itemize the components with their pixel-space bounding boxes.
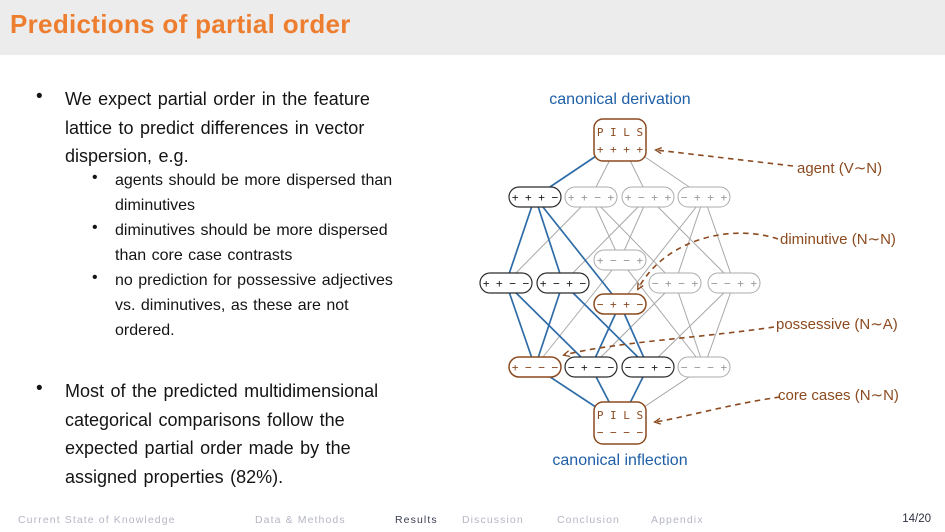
bullet-icon: • xyxy=(92,169,98,186)
node-box xyxy=(508,356,562,378)
node-box xyxy=(621,186,675,208)
lattice-node-ppmm: + + − − xyxy=(479,272,533,294)
node-label: − + − + xyxy=(652,277,699,290)
lattice-node-mpmp: − + − + xyxy=(648,272,702,294)
lattice-node-pppm: + + + − xyxy=(508,186,562,208)
node-label: − − − − xyxy=(597,426,644,439)
node-box xyxy=(677,356,731,378)
node-label: − + + − xyxy=(597,298,644,311)
node-label: + − + + xyxy=(625,191,672,204)
nav-item-appendix[interactable]: Appendix xyxy=(651,514,704,526)
node-label: P I L S xyxy=(597,409,643,422)
lattice-node-mmmp: − − − + xyxy=(677,356,731,378)
node-box xyxy=(508,186,562,208)
node-label: + + + + xyxy=(597,143,644,156)
node-label: − + + + xyxy=(681,191,728,204)
lattice-node-pmpp: + − + + xyxy=(621,186,675,208)
node-label: + + − − xyxy=(483,277,530,290)
bullet-item-expect-partial-order: We expect partial order in the feature l… xyxy=(65,89,370,166)
lattice-node-mppp: − + + + xyxy=(677,186,731,208)
lattice-node-mmpp: − − + + xyxy=(707,272,761,294)
caption-canonical-inflection: canonical inflection xyxy=(552,452,688,469)
node-label: + + − + xyxy=(568,191,615,204)
node-box xyxy=(593,249,647,271)
node-box xyxy=(593,118,647,162)
annotation-diminutive: diminutive (N∼N) xyxy=(780,231,896,248)
caption-canonical-derivation: canonical derivation xyxy=(549,91,691,108)
node-box xyxy=(621,356,675,378)
bullet-icon: • xyxy=(36,378,43,399)
lattice-node-mpmm: − + − − xyxy=(564,356,618,378)
nav-item-discussion[interactable]: Discussion xyxy=(462,514,524,526)
sub-bullet-agents-dispersed: agents should be more dispersed than dim… xyxy=(115,172,393,214)
annotation-possessive: possessive (N∼A) xyxy=(776,316,898,333)
annotation-arrows xyxy=(564,150,794,422)
bullet-icon: • xyxy=(92,269,98,286)
node-label: + − − + xyxy=(597,254,644,267)
nav-item-data-and-methods[interactable]: Data & Methods xyxy=(255,514,346,526)
nav-item-current-state-of-knowledge[interactable]: Current State of Knowledge xyxy=(18,514,176,526)
footer-navigation: Current State of Knowledge Data & Method… xyxy=(0,510,945,532)
bullet-icon: • xyxy=(92,219,98,236)
lattice-node-canonical-inflection: P I L S − − − − xyxy=(593,401,647,445)
page-number: 14/20 xyxy=(902,513,931,525)
node-label: P I L S xyxy=(597,126,643,139)
title-bar: Predictions of partial order xyxy=(0,0,945,55)
node-label: + − + − xyxy=(540,277,587,290)
node-label: + + + − xyxy=(512,191,559,204)
node-label: − + − − xyxy=(568,361,615,374)
node-box xyxy=(707,272,761,294)
node-box xyxy=(593,401,647,445)
lattice-node-mppm: − + + − xyxy=(593,293,647,315)
lattice-node-mmpm: − − + − xyxy=(621,356,675,378)
bullet-item-most-comparisons: Most of the predicted multidimensional c… xyxy=(65,381,379,487)
annotation-core-cases: core cases (N∼N) xyxy=(778,387,899,404)
node-box xyxy=(593,293,647,315)
page-title: Predictions of partial order xyxy=(10,9,351,39)
lattice-node-canonical-derivation: P I L S + + + + xyxy=(593,118,647,162)
bullet-icon: • xyxy=(36,86,43,107)
annotation-agent: agent (V∼N) xyxy=(797,160,883,177)
lattice-node-pmpm: + − + − xyxy=(536,272,590,294)
lattice-edges-gray xyxy=(505,139,735,424)
node-box xyxy=(677,186,731,208)
node-box xyxy=(564,186,618,208)
node-box xyxy=(536,272,590,294)
node-label: − − + − xyxy=(625,361,672,374)
sub-bullet-no-prediction: no prediction for possessive adjectives … xyxy=(115,272,393,339)
lattice-node-pmmm: + − − − xyxy=(508,356,562,378)
lattice-node-pmmp: + − − + xyxy=(593,249,647,271)
node-label: − − − + xyxy=(681,361,728,374)
node-label: + − − − xyxy=(512,361,559,374)
node-label: − − + + xyxy=(711,277,758,290)
node-box xyxy=(648,272,702,294)
node-box xyxy=(564,356,618,378)
nav-item-conclusion[interactable]: Conclusion xyxy=(557,514,620,526)
lattice-node-ppmp: + + − + xyxy=(564,186,618,208)
node-box xyxy=(479,272,533,294)
nav-item-results[interactable]: Results xyxy=(395,514,438,526)
lattice-edges-blue xyxy=(505,139,649,424)
sub-bullet-diminutives-dispersed: diminutives should be more dispersed tha… xyxy=(115,222,388,264)
